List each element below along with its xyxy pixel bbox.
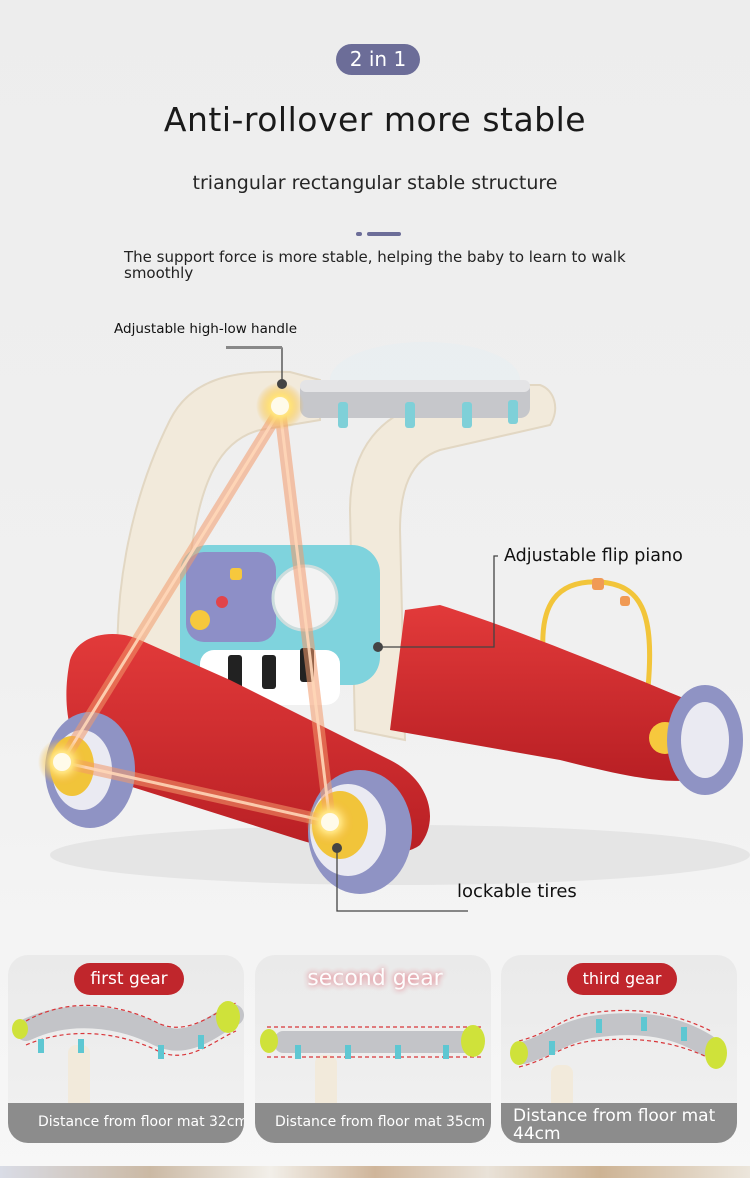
left-cream-frame — [116, 370, 321, 702]
gear-label-first: first gear — [74, 963, 184, 995]
handle-clips — [338, 400, 518, 428]
page-subtitle: triangular rectangular stable structure — [192, 172, 558, 194]
divider-line — [367, 232, 401, 236]
page-title: Anti-rollover more stable — [163, 100, 587, 139]
gear-cards: first gear Distance from floor mat 32cm … — [0, 955, 750, 1143]
gear-label-second: second gear — [307, 966, 443, 991]
bottom-image-strip — [0, 1166, 750, 1178]
baby-walker-illustration — [38, 342, 750, 912]
callout-handle: Adjustable high-low handle — [114, 321, 298, 337]
gear-card-second: second gear Distance from floor mat 35cm — [255, 955, 491, 1143]
gear-card-third: third gear Distance from floor mat 44cm — [501, 955, 737, 1143]
callout-tires: lockable tires — [457, 881, 577, 902]
gear-caption-second: Distance from floor mat 35cm — [255, 1103, 491, 1143]
gear-label-third: third gear — [567, 963, 677, 995]
gear-caption-third: Distance from floor mat 44cm — [501, 1103, 737, 1143]
right-red-base — [390, 605, 727, 781]
gear-caption-first: Distance from floor mat 32cm — [8, 1103, 244, 1143]
badge-2-in-1: 2 in 1 — [336, 44, 420, 75]
description-text: The support force is more stable, helpin… — [124, 248, 626, 282]
divider-dot — [356, 232, 362, 236]
gear-card-first: first gear Distance from floor mat 32cm — [8, 955, 244, 1143]
callout-piano: Adjustable flip piano — [504, 546, 683, 566]
